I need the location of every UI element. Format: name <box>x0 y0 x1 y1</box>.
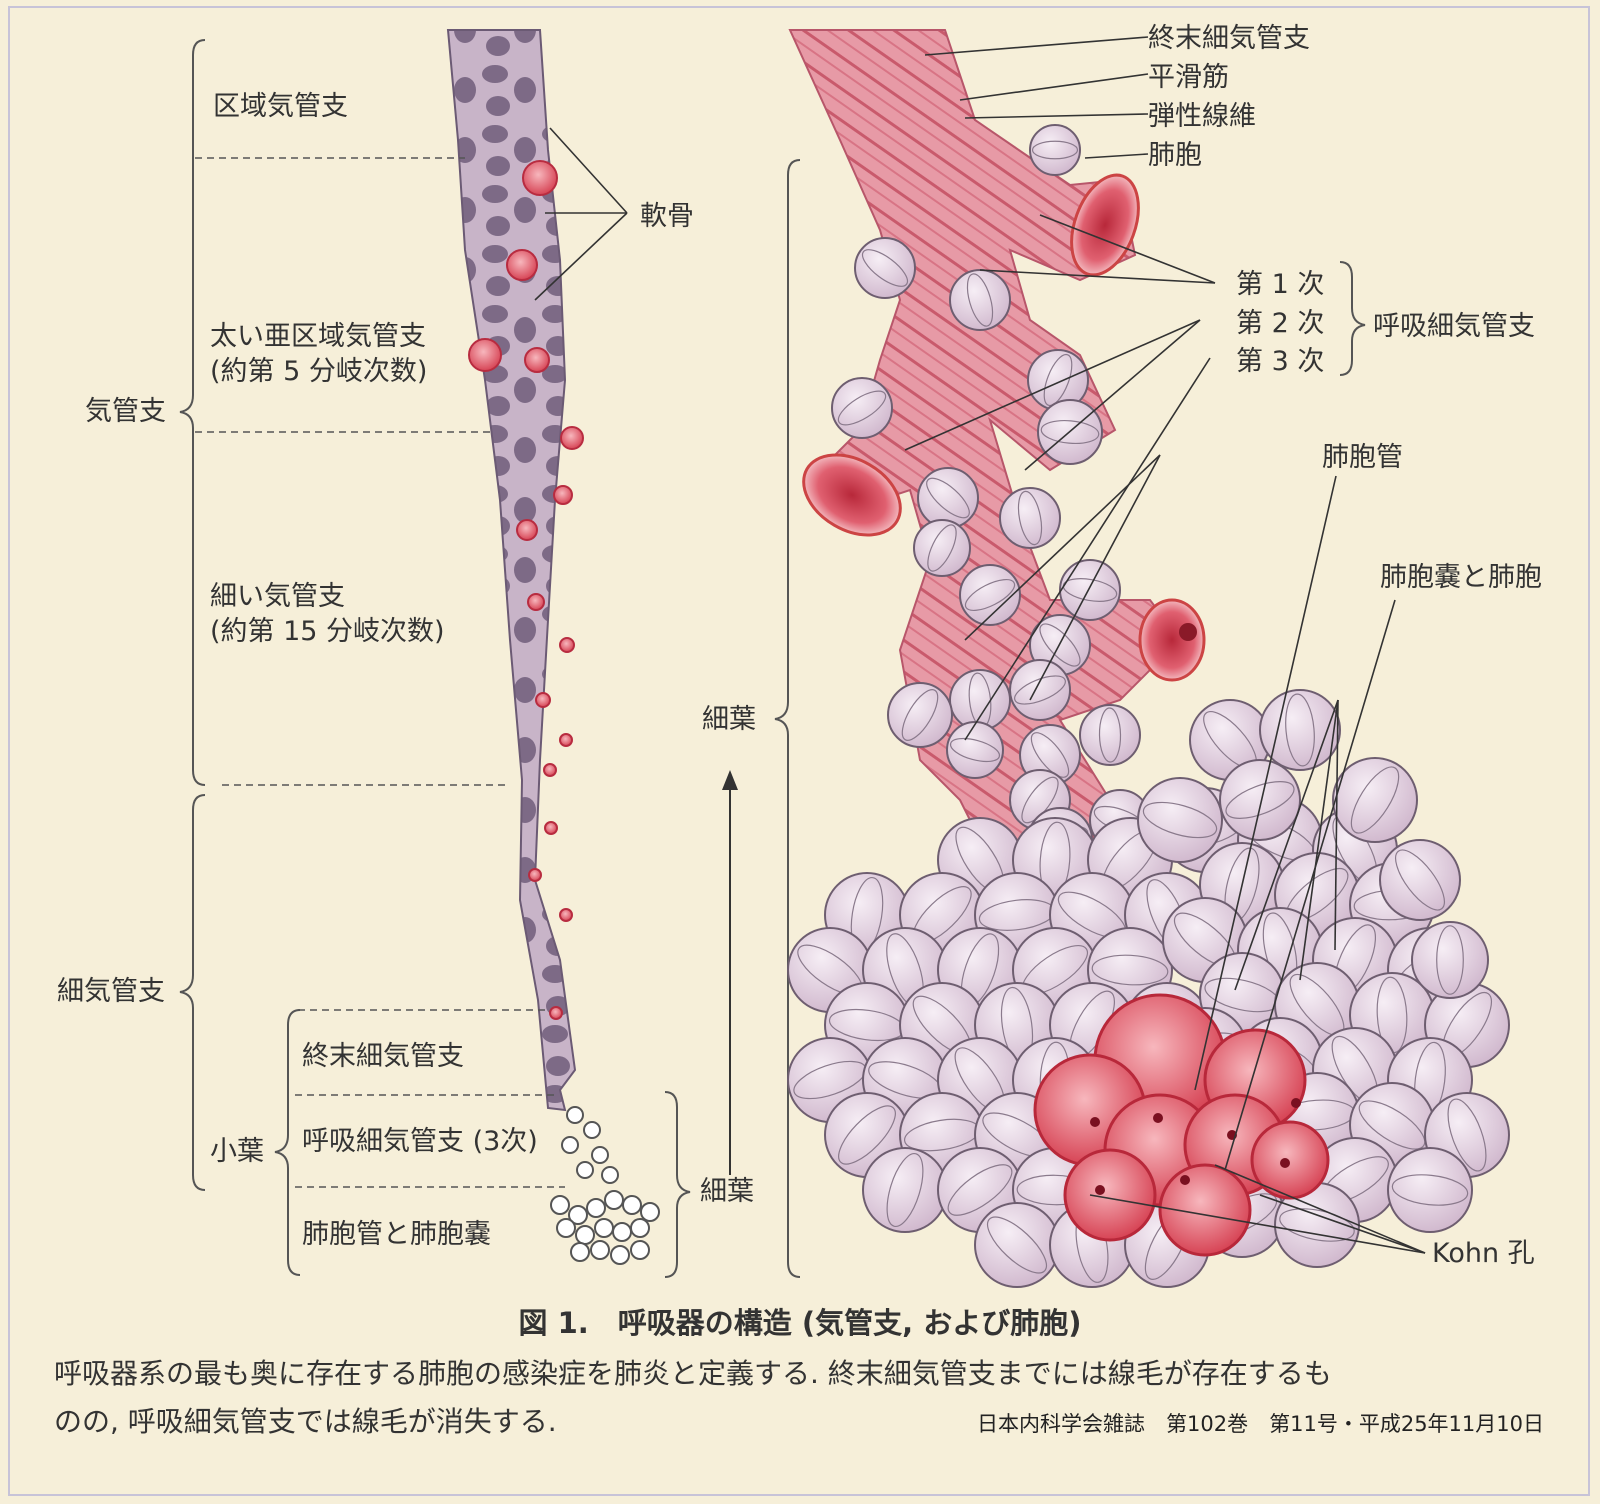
left-labels: 区域気管支 太い亜区域気管支 (約第 5 分岐次数) 気管支 細い気管支 (約第… <box>57 91 756 1250</box>
label-terminal-bronchiole-left: 終末細気管支 <box>302 1041 464 1072</box>
alveolus-sphere <box>1137 777 1223 863</box>
alveolus-sphere <box>1387 1147 1473 1233</box>
alveolus-fiber <box>1285 693 1315 767</box>
alveolus-fiber <box>986 1216 1048 1274</box>
bronchial-tree-illustration <box>446 29 660 1265</box>
alveolus-fiber <box>838 1105 896 1165</box>
right-labels: 終末細気管支 平滑筋 弾性線維 肺胞 第 1 次 第 2 次 第 3 次 呼吸細… <box>1148 23 1542 1269</box>
alveolus-sphere <box>854 237 916 299</box>
left-alveolar-clusters <box>550 1106 660 1265</box>
label-segmental-bronchus: 区域気管支 <box>213 91 348 122</box>
alveolus-fiber <box>1030 732 1070 778</box>
alveolus-sphere <box>1029 124 1081 176</box>
alveolus-sphere <box>887 682 953 748</box>
label-order-1: 第 1 次 <box>1236 269 1324 300</box>
caption-line-2: のの, 呼吸細気管支では線毛が消失する. <box>54 1405 557 1438</box>
dashed-dividers <box>195 157 565 1188</box>
label-bronchus: 気管支 <box>85 396 166 427</box>
alveolus-fiber <box>861 249 909 287</box>
alveolus-sphere <box>862 1147 948 1233</box>
label-large-subsegmental: 太い亜区域気管支 <box>210 321 426 352</box>
alveolus-fiber <box>1017 490 1043 546</box>
label-small-bronchus: 細い気管支 <box>210 581 345 612</box>
alveolus-fiber <box>1225 781 1295 819</box>
label-bronchiole: 細気管支 <box>57 976 165 1007</box>
respiratory-diagram: 区域気管支 太い亜区域気管支 (約第 5 分岐次数) 気管支 細い気管支 (約第… <box>57 23 1542 1288</box>
alveolus-sphere <box>1059 559 1121 621</box>
alveolus-sphere <box>913 519 971 577</box>
label-elastic-fiber: 弾性線維 <box>1148 101 1256 132</box>
cartilage-lumen-markers <box>468 160 584 1020</box>
kohn-pore-region <box>1033 993 1330 1257</box>
alveolus-fiber <box>966 273 994 327</box>
alveolus-fiber <box>1350 766 1400 834</box>
alveolus-fiber <box>1043 353 1073 407</box>
alveolus-fiber <box>1039 623 1081 667</box>
alveolus-fiber <box>947 1164 1013 1216</box>
alveolus-sphere <box>917 467 979 529</box>
alveolus-fiber <box>1436 925 1464 995</box>
alveolus-fiber <box>837 390 887 426</box>
label-kohn-pore: Kohn 孔 <box>1432 1238 1535 1269</box>
label-alveolar-sac-alveoli: 肺胞嚢と肺胞 <box>1380 562 1542 593</box>
alveolus-fiber <box>1279 1208 1355 1242</box>
label-respiratory-bronchiole-3: 呼吸細気管支 (3次) <box>302 1126 538 1157</box>
alveoli-cluster <box>787 124 1510 1288</box>
left-brackets <box>179 39 801 1278</box>
alveolus-fiber <box>927 524 957 572</box>
label-respiratory-bronchiole: 呼吸細気管支 <box>1373 311 1535 342</box>
alveolus-sphere <box>1219 759 1301 841</box>
acinus-illustration <box>787 29 1510 1288</box>
alveolus-sphere <box>949 269 1011 331</box>
label-small-bronchus-note: (約第 15 分岐次数) <box>210 616 445 647</box>
label-smooth-muscle: 平滑筋 <box>1148 62 1229 93</box>
alveolus-fiber <box>1142 801 1218 839</box>
label-order-2: 第 2 次 <box>1236 308 1324 339</box>
alveolus-sphere <box>949 669 1011 731</box>
right-brackets <box>1339 261 1366 376</box>
label-large-subsegmental-note: (約第 5 分岐次数) <box>210 356 427 387</box>
caption-line-1: 呼吸器系の最も奥に存在する肺胞の感染症を肺炎と定義する. 終末細気管支までには線… <box>54 1357 1332 1390</box>
alveolus-sphere <box>946 721 1004 779</box>
label-order-3: 第 3 次 <box>1236 346 1324 377</box>
alveolus-fiber <box>964 578 1016 612</box>
label-acinus-right: 細葉 <box>702 704 756 735</box>
alveolus-sphere <box>1411 921 1489 999</box>
label-alveolar-duct: 肺胞管 <box>1322 442 1403 473</box>
bronchiole-openings <box>802 173 1206 682</box>
alveolus-sphere <box>1332 757 1418 843</box>
alveolus-fiber <box>949 737 1001 763</box>
alveolus-sphere <box>974 1202 1060 1288</box>
figure-caption-title: 図 1. 呼吸器の構造 (気管支, および肺胞) <box>518 1306 1082 1340</box>
alveolus-fiber <box>1014 675 1066 705</box>
label-alveolar-duct-sac: 肺胞管と肺胞嚢 <box>302 1219 491 1250</box>
alveolus-fiber <box>926 477 970 519</box>
alveolus-fiber <box>1391 1174 1469 1206</box>
alveolus-fiber <box>886 1152 924 1228</box>
label-alveolus: 肺胞 <box>1148 140 1202 171</box>
alveolus-sphere <box>831 377 893 439</box>
alveolus-sphere <box>1379 839 1461 921</box>
label-terminal-bronchiole-right: 終末細気管支 <box>1148 23 1310 54</box>
alveolus-fiber <box>1021 776 1059 824</box>
acinus-arrow <box>722 770 738 1175</box>
alveolus-fiber <box>1040 419 1100 445</box>
page-frame <box>8 6 1590 1496</box>
alveolus-fiber <box>901 689 939 741</box>
alveolus-sphere <box>1079 704 1141 766</box>
alveolus-fiber <box>1358 1100 1426 1150</box>
leader-lines <box>534 36 1426 1254</box>
alveolus-fiber <box>1091 954 1169 986</box>
label-cartilage: 軟骨 <box>640 201 694 232</box>
alveolus-fiber <box>1395 849 1445 911</box>
label-acinus-bottom: 細葉 <box>700 1176 754 1207</box>
journal-citation: 日本内科学会雑誌 第102巻 第11号・平成25年11月10日 <box>977 1412 1544 1436</box>
figure-caption-body: 呼吸器系の最も奥に存在する肺胞の感染症を肺炎と定義する. 終末細気管支までには線… <box>54 1350 1554 1446</box>
alveolus-fiber <box>1447 1098 1487 1172</box>
alveolus-fiber <box>1098 707 1122 763</box>
alveolus-fiber <box>1031 140 1079 160</box>
alveolus-sphere <box>999 487 1061 549</box>
alveolus-sphere <box>1009 659 1071 721</box>
label-lobule: 小葉 <box>210 1136 264 1167</box>
